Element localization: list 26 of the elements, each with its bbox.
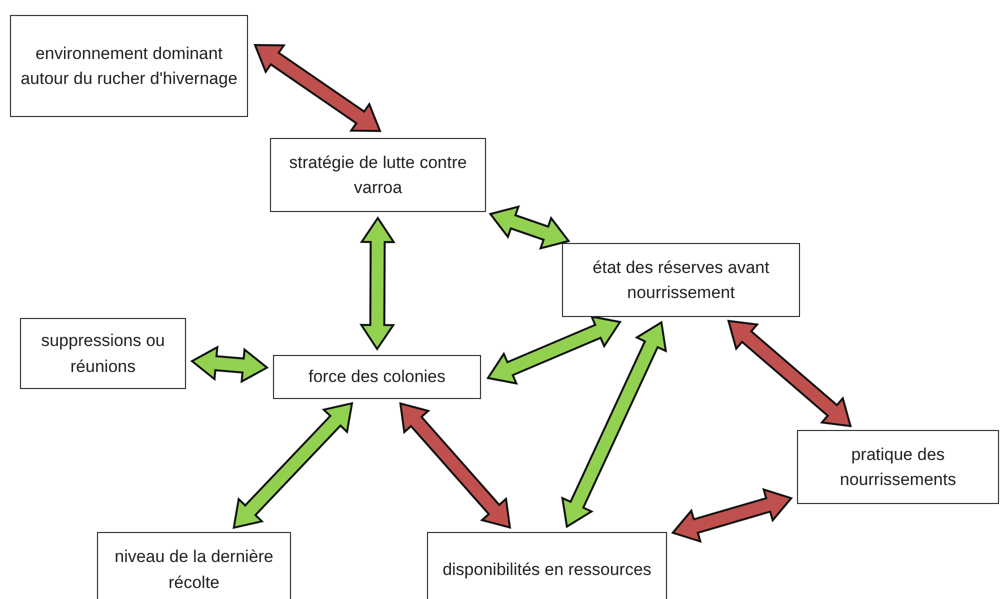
node-text: force des colonies <box>308 366 446 388</box>
double-arrow <box>399 402 512 529</box>
text-box <box>273 355 481 399</box>
text-box <box>20 318 186 389</box>
node-text: pratique des nourrissements <box>838 444 958 491</box>
node-text: stratégie de lutte contre varroa <box>288 152 468 199</box>
text-box <box>270 138 486 212</box>
node-text: état des réserves avant nourrissement <box>592 256 770 304</box>
node-text: suppressions ou réunions <box>40 330 166 378</box>
node-text: environnement dominant autour du rucher d'hivernage <box>20 42 238 90</box>
double-arrow <box>232 402 354 529</box>
text-box <box>427 532 667 599</box>
double-arrow <box>359 216 396 351</box>
text-box <box>10 15 248 117</box>
double-arrow <box>727 320 852 428</box>
double-arrow <box>486 315 622 385</box>
double-arrow <box>671 488 793 543</box>
text-box <box>562 243 800 317</box>
node-text: niveau de la dernière récolte <box>114 546 274 594</box>
text-box <box>97 532 291 599</box>
double-arrow <box>254 44 382 132</box>
double-arrow <box>488 205 570 250</box>
double-arrow <box>561 320 668 528</box>
double-arrow <box>190 345 269 384</box>
node-text: disponibilités en ressources <box>442 558 652 581</box>
text-box <box>797 430 999 504</box>
